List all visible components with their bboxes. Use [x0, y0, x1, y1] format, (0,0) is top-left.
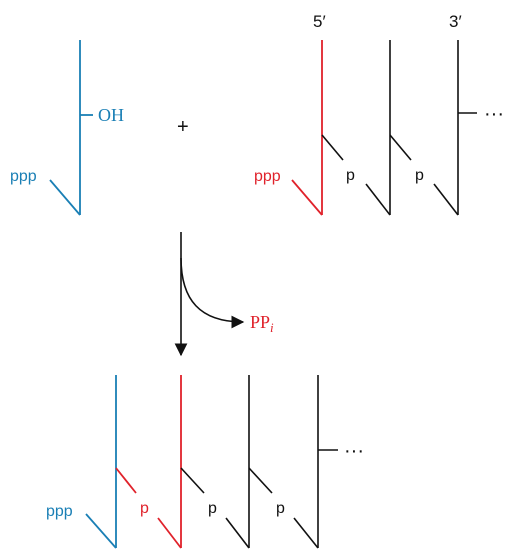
plus-sign: + — [177, 116, 189, 138]
product-red-link — [115, 467, 137, 494]
product-phosphate-3-label: p — [276, 500, 285, 517]
product-link-3b — [293, 517, 319, 549]
three-prime-label: 3′ — [449, 12, 462, 31]
product-phosphate-1-label: p — [140, 500, 149, 517]
pyrophosphate-main: PP — [250, 312, 270, 332]
incoming-ppp-label: ppp — [10, 168, 37, 185]
strand-phosphate-2-label: p — [415, 167, 424, 184]
byproduct-curve-arrow — [180, 257, 245, 329]
incoming-nucleotide-phosphate-line — [49, 179, 81, 216]
strand-phosphate-1-label: p — [346, 167, 355, 184]
five-prime-label: 5′ — [313, 12, 326, 31]
product-blue-phosphate-line — [85, 513, 117, 549]
pyrophosphate-label: PPi — [250, 312, 274, 335]
product-link-3 — [248, 467, 273, 494]
strand-ellipsis: ··· — [484, 103, 504, 125]
strand-ppp-label: ppp — [254, 168, 281, 185]
existing-strand: 5′ 3′ ppp p p ··· — [254, 12, 504, 216]
product-link-2b — [225, 517, 250, 549]
strand-link-2b — [433, 183, 459, 216]
pyrophosphate-subscript: i — [270, 320, 274, 335]
incoming-nucleotide: ppp OH — [10, 40, 124, 216]
product-red-link-b — [157, 517, 182, 549]
product-phosphate-2-label: p — [208, 500, 217, 517]
strand-link-1 — [321, 134, 344, 161]
hydroxyl-label: OH — [98, 105, 124, 125]
strand-link-2 — [389, 134, 412, 161]
product-link-2 — [180, 467, 205, 494]
product-strand: ppp p p p ··· — [46, 375, 364, 549]
strand-link-1b — [365, 183, 391, 216]
reaction-arrow: PPi — [174, 232, 274, 357]
product-ellipsis: ··· — [344, 440, 364, 462]
product-ppp-label: ppp — [46, 503, 73, 520]
strand-5prime-phosphate-line — [291, 179, 323, 216]
